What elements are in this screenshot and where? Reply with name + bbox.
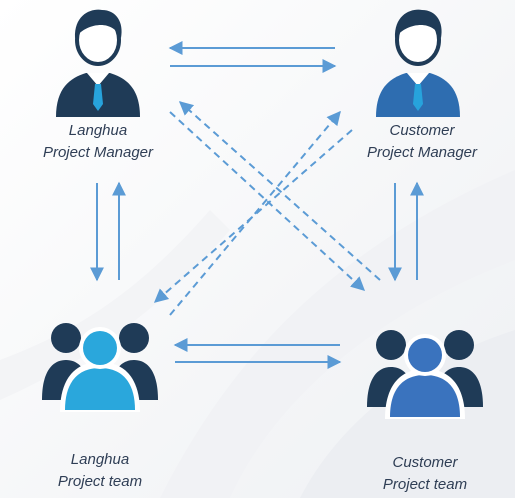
customer-manager-label: Customer Project Manager — [322, 120, 515, 164]
dashed-arrow-customer-manager-to-langhua-team — [153, 129, 353, 303]
dashed-arrow-langhua-manager-to-customer-team — [169, 111, 366, 291]
manager-icon — [56, 9, 140, 117]
customer-team-label: Customer Project team — [325, 452, 515, 496]
dashed-arrow-customer-team-to-langhua-manager — [178, 101, 381, 281]
customer-manager-label-line1: Customer — [389, 122, 455, 139]
dashed-arrow-langhua-team-to-customer-manager — [169, 110, 341, 316]
langhua-team-label-line1: Langhua — [70, 451, 130, 468]
customer-team-label-line1: Customer — [392, 454, 458, 471]
langhua-manager-label-line2: Project Manager — [42, 144, 154, 161]
team-icon — [367, 330, 483, 419]
langhua-team-label-line2: Project team — [57, 473, 143, 490]
manager-icon — [376, 9, 460, 117]
customer-team-label-line2: Project team — [382, 476, 468, 493]
arrows — [90, 41, 424, 369]
customer-manager-label-line2: Project Manager — [366, 144, 478, 161]
langhua-team-label: Langhua Project team — [0, 449, 200, 493]
team-icon — [42, 323, 158, 412]
langhua-manager-label: Langhua Project Manager — [0, 120, 198, 164]
langhua-manager-label-line1: Langhua — [68, 122, 128, 139]
